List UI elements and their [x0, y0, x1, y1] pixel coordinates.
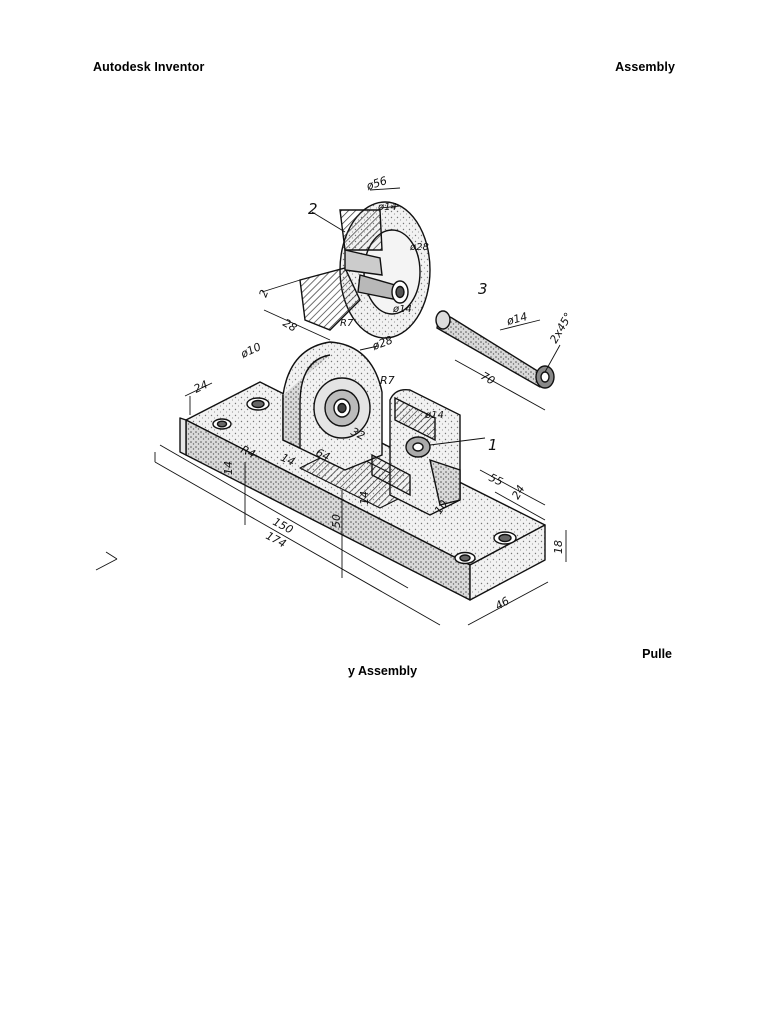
pulley-assembly-drawing: 2 3 1 ø56 ø14 ø28 2 28 R7 ø14 ø14 2x45° …: [95, 174, 575, 626]
dim-pin-length: 70: [479, 369, 498, 387]
header-left: Autodesk Inventor: [93, 60, 205, 74]
caption-line-1: Pulle: [642, 647, 672, 661]
dim-pin-chamfer: 2x45°: [547, 310, 575, 345]
dim-32: 32: [349, 425, 367, 443]
dim-pulley-outer-dia: ø56: [364, 174, 389, 193]
dim-r7-base: R7: [380, 374, 395, 387]
dim-pulley-2: 2: [257, 288, 272, 299]
dim-pin-dia: ø14: [504, 310, 528, 328]
pin-part: [435, 310, 555, 389]
dim-14-b: 14: [222, 461, 235, 475]
part-label-1: 1: [488, 436, 498, 454]
dim-24-left: 24: [192, 378, 210, 396]
left-upright: [282, 341, 383, 471]
dim-pulley-r7: R7: [340, 318, 354, 329]
dim-14-c: 14: [358, 491, 371, 505]
dim-24-right: 24: [509, 483, 527, 502]
header-right: Assembly: [615, 60, 675, 74]
pulley-part: [299, 201, 431, 339]
base-part: [179, 381, 546, 601]
part-label-2: 2: [308, 200, 318, 218]
dim-14-upright: ø14: [424, 410, 444, 421]
dim-64: 64: [314, 446, 332, 464]
dim-pulley-28: 28: [281, 316, 300, 334]
dim-14-a: 14: [279, 451, 297, 469]
dim-pulley-bore: ø14: [377, 202, 397, 213]
dim-hole-dia: ø10: [238, 340, 263, 361]
dim-18: 18: [552, 540, 565, 554]
caption-line-2: y Assembly: [348, 664, 418, 678]
dim-r4: R4: [239, 443, 258, 461]
dimension-lines: [95, 187, 567, 626]
dim-46: 46: [493, 594, 512, 612]
dim-50: 50: [330, 514, 343, 528]
right-upright: [371, 389, 461, 516]
dim-55: 55: [487, 471, 505, 489]
dim-pulley-14: ø14: [392, 304, 412, 315]
dim-pulley-hub: ø28: [409, 242, 429, 253]
part-label-3: 3: [478, 280, 488, 298]
